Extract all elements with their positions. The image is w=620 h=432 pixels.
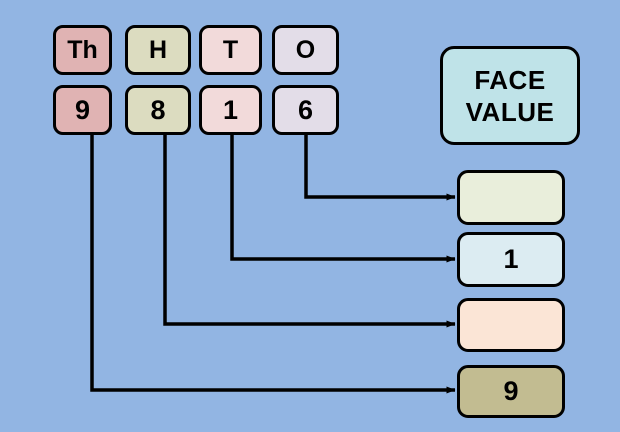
place-label-thousands: Th	[67, 35, 98, 64]
digit-value-hundreds: 8	[150, 94, 166, 125]
digit-cell-ones[interactable]: 6	[272, 85, 339, 135]
face-value-title-box: FACE VALUE	[440, 46, 580, 145]
result-box-thousands[interactable]: 9	[457, 365, 565, 418]
result-box-hundreds[interactable]	[457, 298, 565, 352]
digit-cell-hundreds[interactable]: 8	[125, 85, 191, 135]
digit-cell-thousands[interactable]: 9	[53, 85, 112, 135]
result-value-tens: 1	[503, 244, 519, 274]
connector-thousands	[90, 135, 456, 394]
connector-tens	[230, 135, 456, 263]
result-box-tens[interactable]: 1	[457, 232, 565, 287]
place-label-ones: O	[295, 35, 316, 64]
digit-value-thousands: 9	[74, 94, 91, 125]
place-label-hundreds: H	[148, 35, 168, 64]
face-value-title-line2: VALUE	[465, 96, 555, 127]
face-value-title-line1: FACE	[474, 64, 546, 95]
connector-hundreds	[163, 135, 456, 328]
place-label-tens: T	[222, 35, 239, 64]
digit-cell-tens[interactable]: 1	[199, 85, 262, 135]
result-value-thousands: 9	[503, 376, 519, 406]
place-cell-ones[interactable]: O	[272, 25, 339, 75]
place-cell-tens[interactable]: T	[199, 25, 262, 75]
place-cell-thousands[interactable]: Th	[53, 25, 112, 75]
digit-value-tens: 1	[222, 94, 239, 125]
result-box-ones[interactable]	[457, 170, 565, 225]
place-cell-hundreds[interactable]: H	[125, 25, 191, 75]
digit-value-ones: 6	[297, 94, 314, 125]
connector-ones	[304, 135, 456, 201]
